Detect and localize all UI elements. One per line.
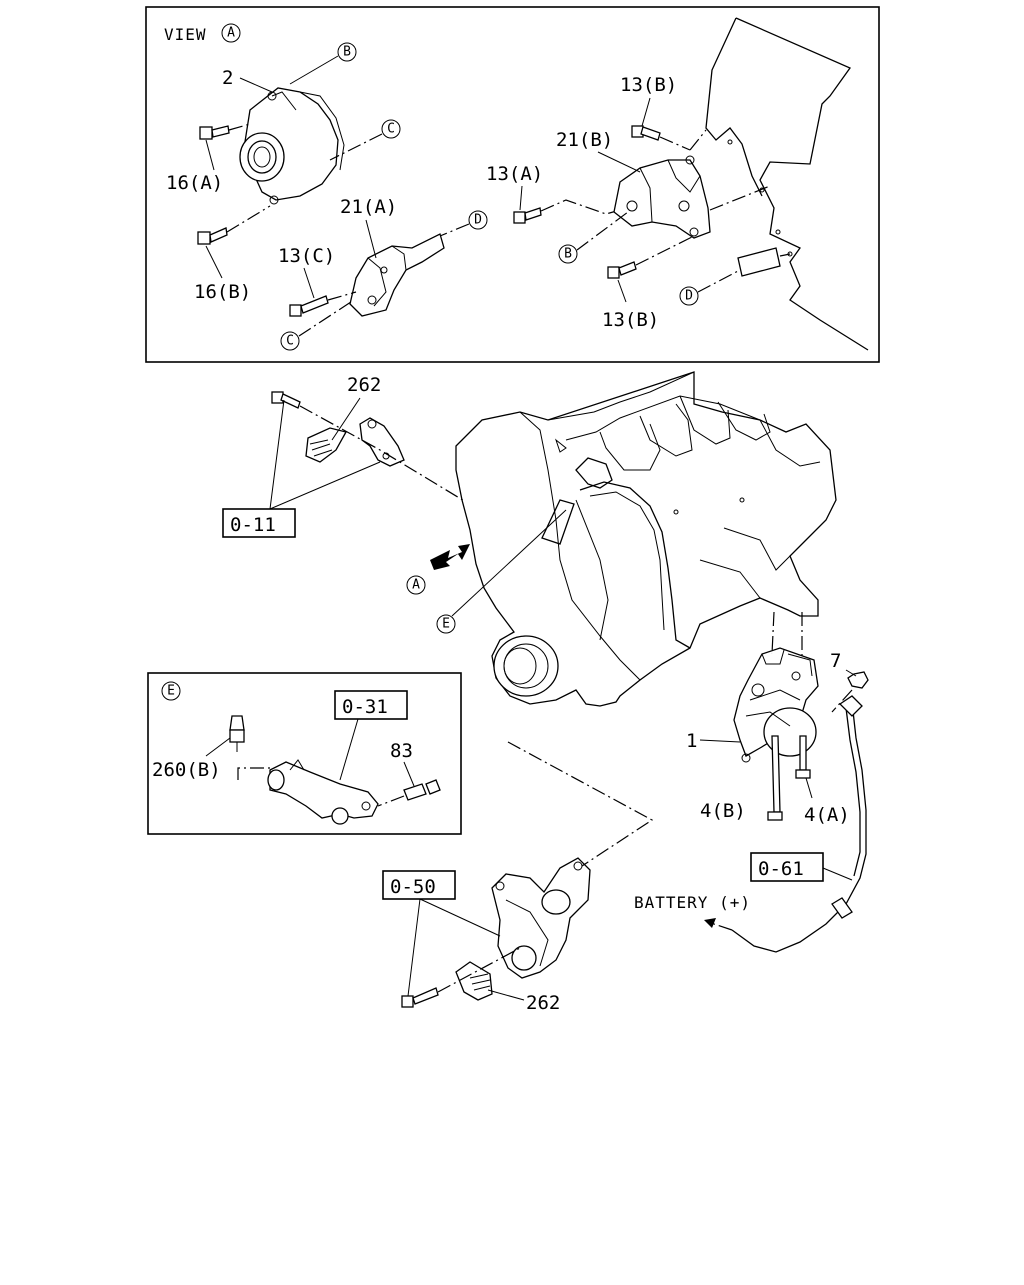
ref-050: 0-50 (390, 876, 436, 898)
label-83: 83 (390, 740, 413, 762)
view-a-title-letter: A (227, 26, 235, 41)
view-e-title-letter: E (167, 684, 175, 699)
ref-box-011 (222, 508, 296, 538)
label-260b: 260(B) (152, 759, 221, 781)
label-13c: 13(C) (278, 245, 335, 267)
nut-7 (831, 671, 869, 713)
circle-c-bottom: C (286, 334, 294, 349)
engine-block-view-a (689, 17, 869, 351)
ref-box-050 (382, 870, 456, 900)
e-marker-letter: E (442, 617, 450, 632)
bracket-21a (349, 233, 445, 317)
alternator-part (239, 87, 345, 205)
label-16b: 16(B) (194, 281, 251, 303)
view-a-title: VIEW (164, 25, 207, 44)
label-262-top: 262 (347, 374, 381, 396)
bolt-13c (289, 291, 357, 317)
label-262-bottom: 262 (526, 992, 560, 1014)
view-a-title-circle (221, 23, 241, 43)
bolt-13a (513, 199, 621, 224)
view-a-panel: VIEW A 2 B C 16(A) (145, 6, 880, 363)
bolt-16a (199, 123, 251, 140)
circle-b-top: B (343, 45, 351, 60)
ref-box-061 (750, 852, 824, 882)
ref-061: 0-61 (758, 858, 804, 880)
label-13b-bottom: 13(B) (602, 309, 659, 331)
view-e-frame (147, 672, 462, 835)
label-21a: 21(A) (340, 196, 397, 218)
bolt-4a (795, 735, 811, 779)
circle-b-right: B (564, 247, 572, 262)
battery-label: BATTERY (+) (634, 893, 751, 912)
ref-011: 0-11 (230, 514, 276, 536)
water-outlet-pipe (267, 759, 379, 825)
view-a-arrow: A (406, 544, 470, 595)
bolt-13b-top (631, 125, 691, 151)
view-arrow-letter: A (412, 578, 420, 593)
bolt-13b-bottom (607, 235, 695, 279)
label-13b-top: 13(B) (620, 74, 677, 96)
label-21b: 21(B) (556, 129, 613, 151)
bolt-4b (767, 735, 783, 821)
battery-cable (704, 695, 867, 953)
label-13a: 13(A) (486, 163, 543, 185)
sensor-83 (403, 779, 441, 801)
view-a-frame (145, 6, 880, 363)
circle-c-top: C (387, 122, 395, 137)
circle-d-right: D (685, 289, 693, 304)
ref-box-031 (334, 690, 408, 720)
label-4b: 4(B) (700, 800, 746, 822)
label-4a: 4(A) (804, 804, 850, 826)
label-16a: 16(A) (166, 172, 223, 194)
sensor-260b (229, 715, 245, 752)
ref-031: 0-31 (342, 696, 388, 718)
engine-main (455, 371, 837, 707)
bolt-16b (197, 205, 271, 245)
bracket-262-top (271, 391, 467, 503)
label-part-2: 2 (222, 67, 233, 89)
thermostat-housing (401, 857, 591, 1008)
circle-d-left: D (474, 213, 482, 228)
label-1: 1 (686, 730, 697, 752)
label-7: 7 (830, 650, 841, 672)
view-e-panel: E 0-31 260(B) 83 (147, 672, 462, 835)
bracket-21b (613, 155, 711, 239)
